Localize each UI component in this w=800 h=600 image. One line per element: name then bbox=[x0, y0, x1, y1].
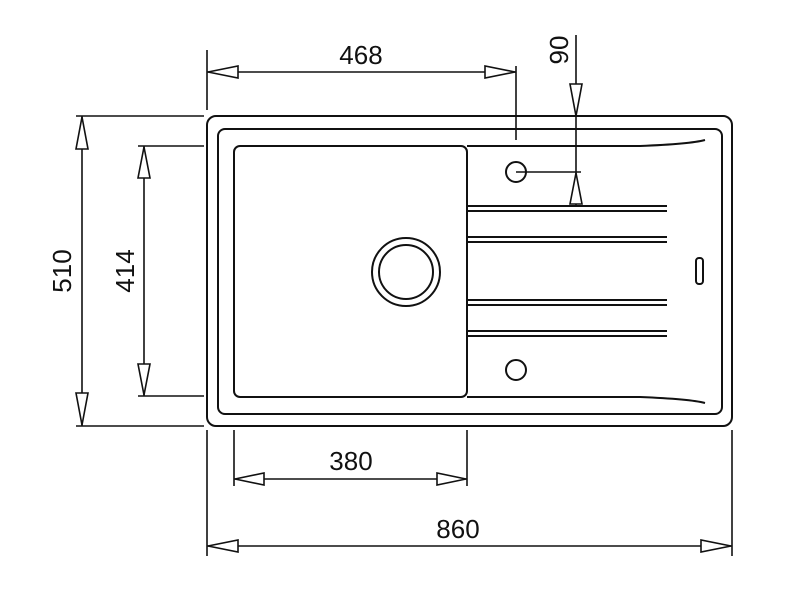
drain-outer bbox=[371, 237, 441, 307]
arrow-down-icon bbox=[569, 83, 583, 117]
dimension-label: 510 bbox=[47, 249, 77, 292]
inner-rim bbox=[217, 128, 723, 415]
dimension-label: 860 bbox=[436, 514, 479, 544]
drain-inner bbox=[378, 244, 434, 300]
dimension-380: 380 bbox=[233, 430, 468, 486]
overflow-slot bbox=[695, 257, 704, 285]
arrow-up-icon bbox=[75, 116, 89, 150]
outer-rim bbox=[206, 115, 733, 427]
arrow-up-icon bbox=[137, 146, 151, 179]
dimension-860: 860 bbox=[206, 430, 733, 556]
arrow-left-icon bbox=[207, 65, 239, 79]
drainer-top-edge bbox=[467, 139, 706, 147]
dimension-468: 468 bbox=[206, 40, 517, 140]
dimension-414: 414 bbox=[110, 145, 204, 397]
dimension-label: 414 bbox=[110, 249, 140, 292]
sink-body bbox=[206, 115, 733, 427]
dimension-label: 90 bbox=[544, 36, 574, 65]
bowl bbox=[233, 145, 468, 398]
dimension-90: 90 bbox=[516, 35, 583, 205]
arrow-down-icon bbox=[75, 392, 89, 426]
arrow-left-icon bbox=[207, 539, 239, 553]
dimension-label: 468 bbox=[339, 40, 382, 70]
dimension-510: 510 bbox=[47, 115, 204, 427]
arrow-left-icon bbox=[234, 472, 265, 486]
drainer-bottom-edge bbox=[467, 396, 706, 404]
arrow-down-icon bbox=[137, 363, 151, 396]
tap-hole-bottom bbox=[505, 359, 527, 381]
arrow-right-icon bbox=[436, 472, 467, 486]
arrow-right-icon bbox=[700, 539, 732, 553]
arrow-right-icon bbox=[484, 65, 516, 79]
drainer-grooves bbox=[468, 205, 667, 337]
dimension-label: 380 bbox=[329, 446, 372, 476]
arrow-up-icon bbox=[569, 172, 583, 205]
